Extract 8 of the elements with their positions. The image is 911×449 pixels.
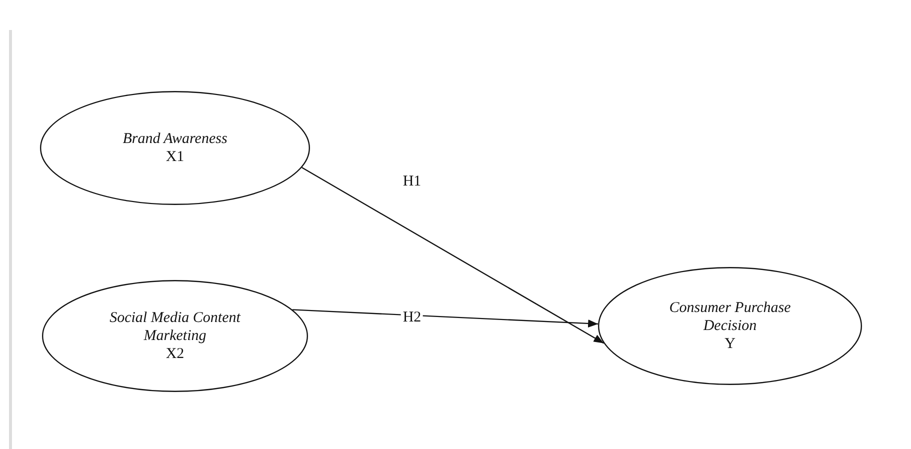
variable-code: X2 [166, 345, 184, 363]
construct-name: Consumer Purchase Decision [668, 299, 792, 335]
construct-name: Social Media Content Marketing [108, 309, 242, 345]
arrow [292, 309, 598, 328]
arrow [302, 166, 604, 344]
variable-code: Y [724, 335, 736, 353]
construct-name: Brand Awareness [122, 130, 228, 148]
variable-code: X1 [166, 148, 184, 166]
